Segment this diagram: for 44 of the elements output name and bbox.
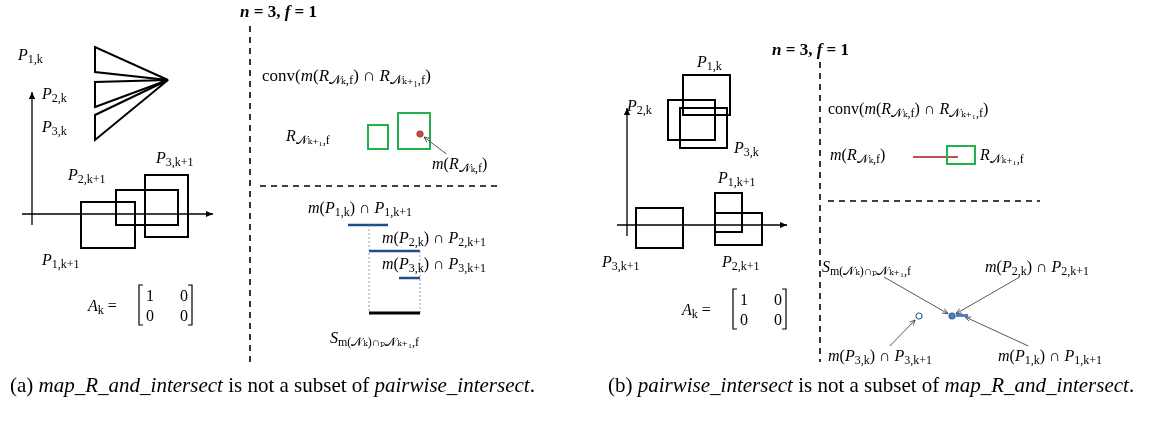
- formula-label: S$_{m(𝒩ₖ)∩ₚ𝒩ₖ₊₁,f}$: [330, 328, 420, 348]
- shape-label: P$_{2,k+1}$: [722, 252, 760, 272]
- shape-label: P$_{1,k+1}$: [718, 168, 756, 188]
- matrix-label: A$_{k}$ =: [682, 300, 711, 320]
- figure-caption: (a) map_R_and_intersect is not a subset of pairwise_intersect.: [10, 372, 536, 399]
- formula-label: m(R$_{𝒩ₖ,f}$): [432, 154, 488, 174]
- matrix-entry: 1: [740, 290, 748, 310]
- shape-label: P$_{2,k+1}$: [68, 165, 106, 185]
- set-label: R$_{𝒩ₖ₊₁,f}$: [286, 126, 330, 146]
- matrix-entry: 0: [774, 310, 782, 330]
- formula-label: m(P$_{1,k}$) ∩ P$_{1,k+1}$: [308, 198, 413, 218]
- set-label: R$_{𝒩ₖ₊₁,f}$: [980, 145, 1024, 165]
- matrix-entry: 0: [146, 306, 154, 326]
- formula-label: m(P$_{3,k}$) ∩ P$_{3,k+1}$: [382, 254, 487, 274]
- shape-label: P$_{3,k+1}$: [602, 252, 640, 272]
- formula-label: m(P$_{2,k}$) ∩ P$_{2,k+1}$: [985, 257, 1090, 277]
- shape-label: P$_{3,k}$: [42, 117, 67, 137]
- formula-label: S$_{m(𝒩ₖ)∩ₚ𝒩ₖ₊₁,f}$: [822, 257, 912, 277]
- point-marker: [915, 312, 923, 320]
- formula-label: conv(m(R$_{𝒩ₖ,f}$) ∩ R$_{𝒩ₖ₊₁,f}$): [262, 66, 431, 86]
- formula-label: m(P$_{1,k}$) ∩ P$_{1,k+1}$: [998, 346, 1103, 366]
- matrix-entry: 1: [146, 286, 154, 306]
- shape-label: P$_{3,k+1}$: [156, 148, 194, 168]
- matrix-entry: 0: [180, 286, 188, 306]
- formula-label: m(P$_{2,k}$) ∩ P$_{2,k+1}$: [382, 228, 487, 248]
- matrix-entry: 0: [180, 306, 188, 326]
- parameter-title: n = 3, f = 1: [240, 2, 317, 22]
- matrix-entry: 0: [774, 290, 782, 310]
- point-marker: [948, 312, 956, 320]
- shape-label: P$_{3,k}$: [734, 138, 759, 158]
- point-marker: [416, 130, 424, 138]
- shape-label: P$_{2,k}$: [627, 96, 652, 116]
- shape-label: P$_{1,k}$: [18, 45, 43, 65]
- shape-label: P$_{1,k}$: [697, 52, 722, 72]
- formula-label: m(R$_{𝒩ₖ,f}$): [830, 145, 886, 165]
- figure-caption: (b) pairwise_intersect is not a subset of map_R_and_intersect.: [608, 372, 1136, 399]
- parameter-title: n = 3, f = 1: [772, 40, 849, 60]
- shape-label: P$_{2,k}$: [42, 84, 67, 104]
- formula-label: m(P$_{3,k}$) ∩ P$_{3,k+1}$: [828, 346, 933, 366]
- shape-label: P$_{1,k+1}$: [42, 250, 80, 270]
- interval-segment: [956, 314, 968, 317]
- matrix-label: A$_{k}$ =: [88, 296, 117, 316]
- matrix-entry: 0: [740, 310, 748, 330]
- formula-label: conv(m(R$_{𝒩ₖ,f}$) ∩ R$_{𝒩ₖ₊₁,f}$): [828, 99, 989, 119]
